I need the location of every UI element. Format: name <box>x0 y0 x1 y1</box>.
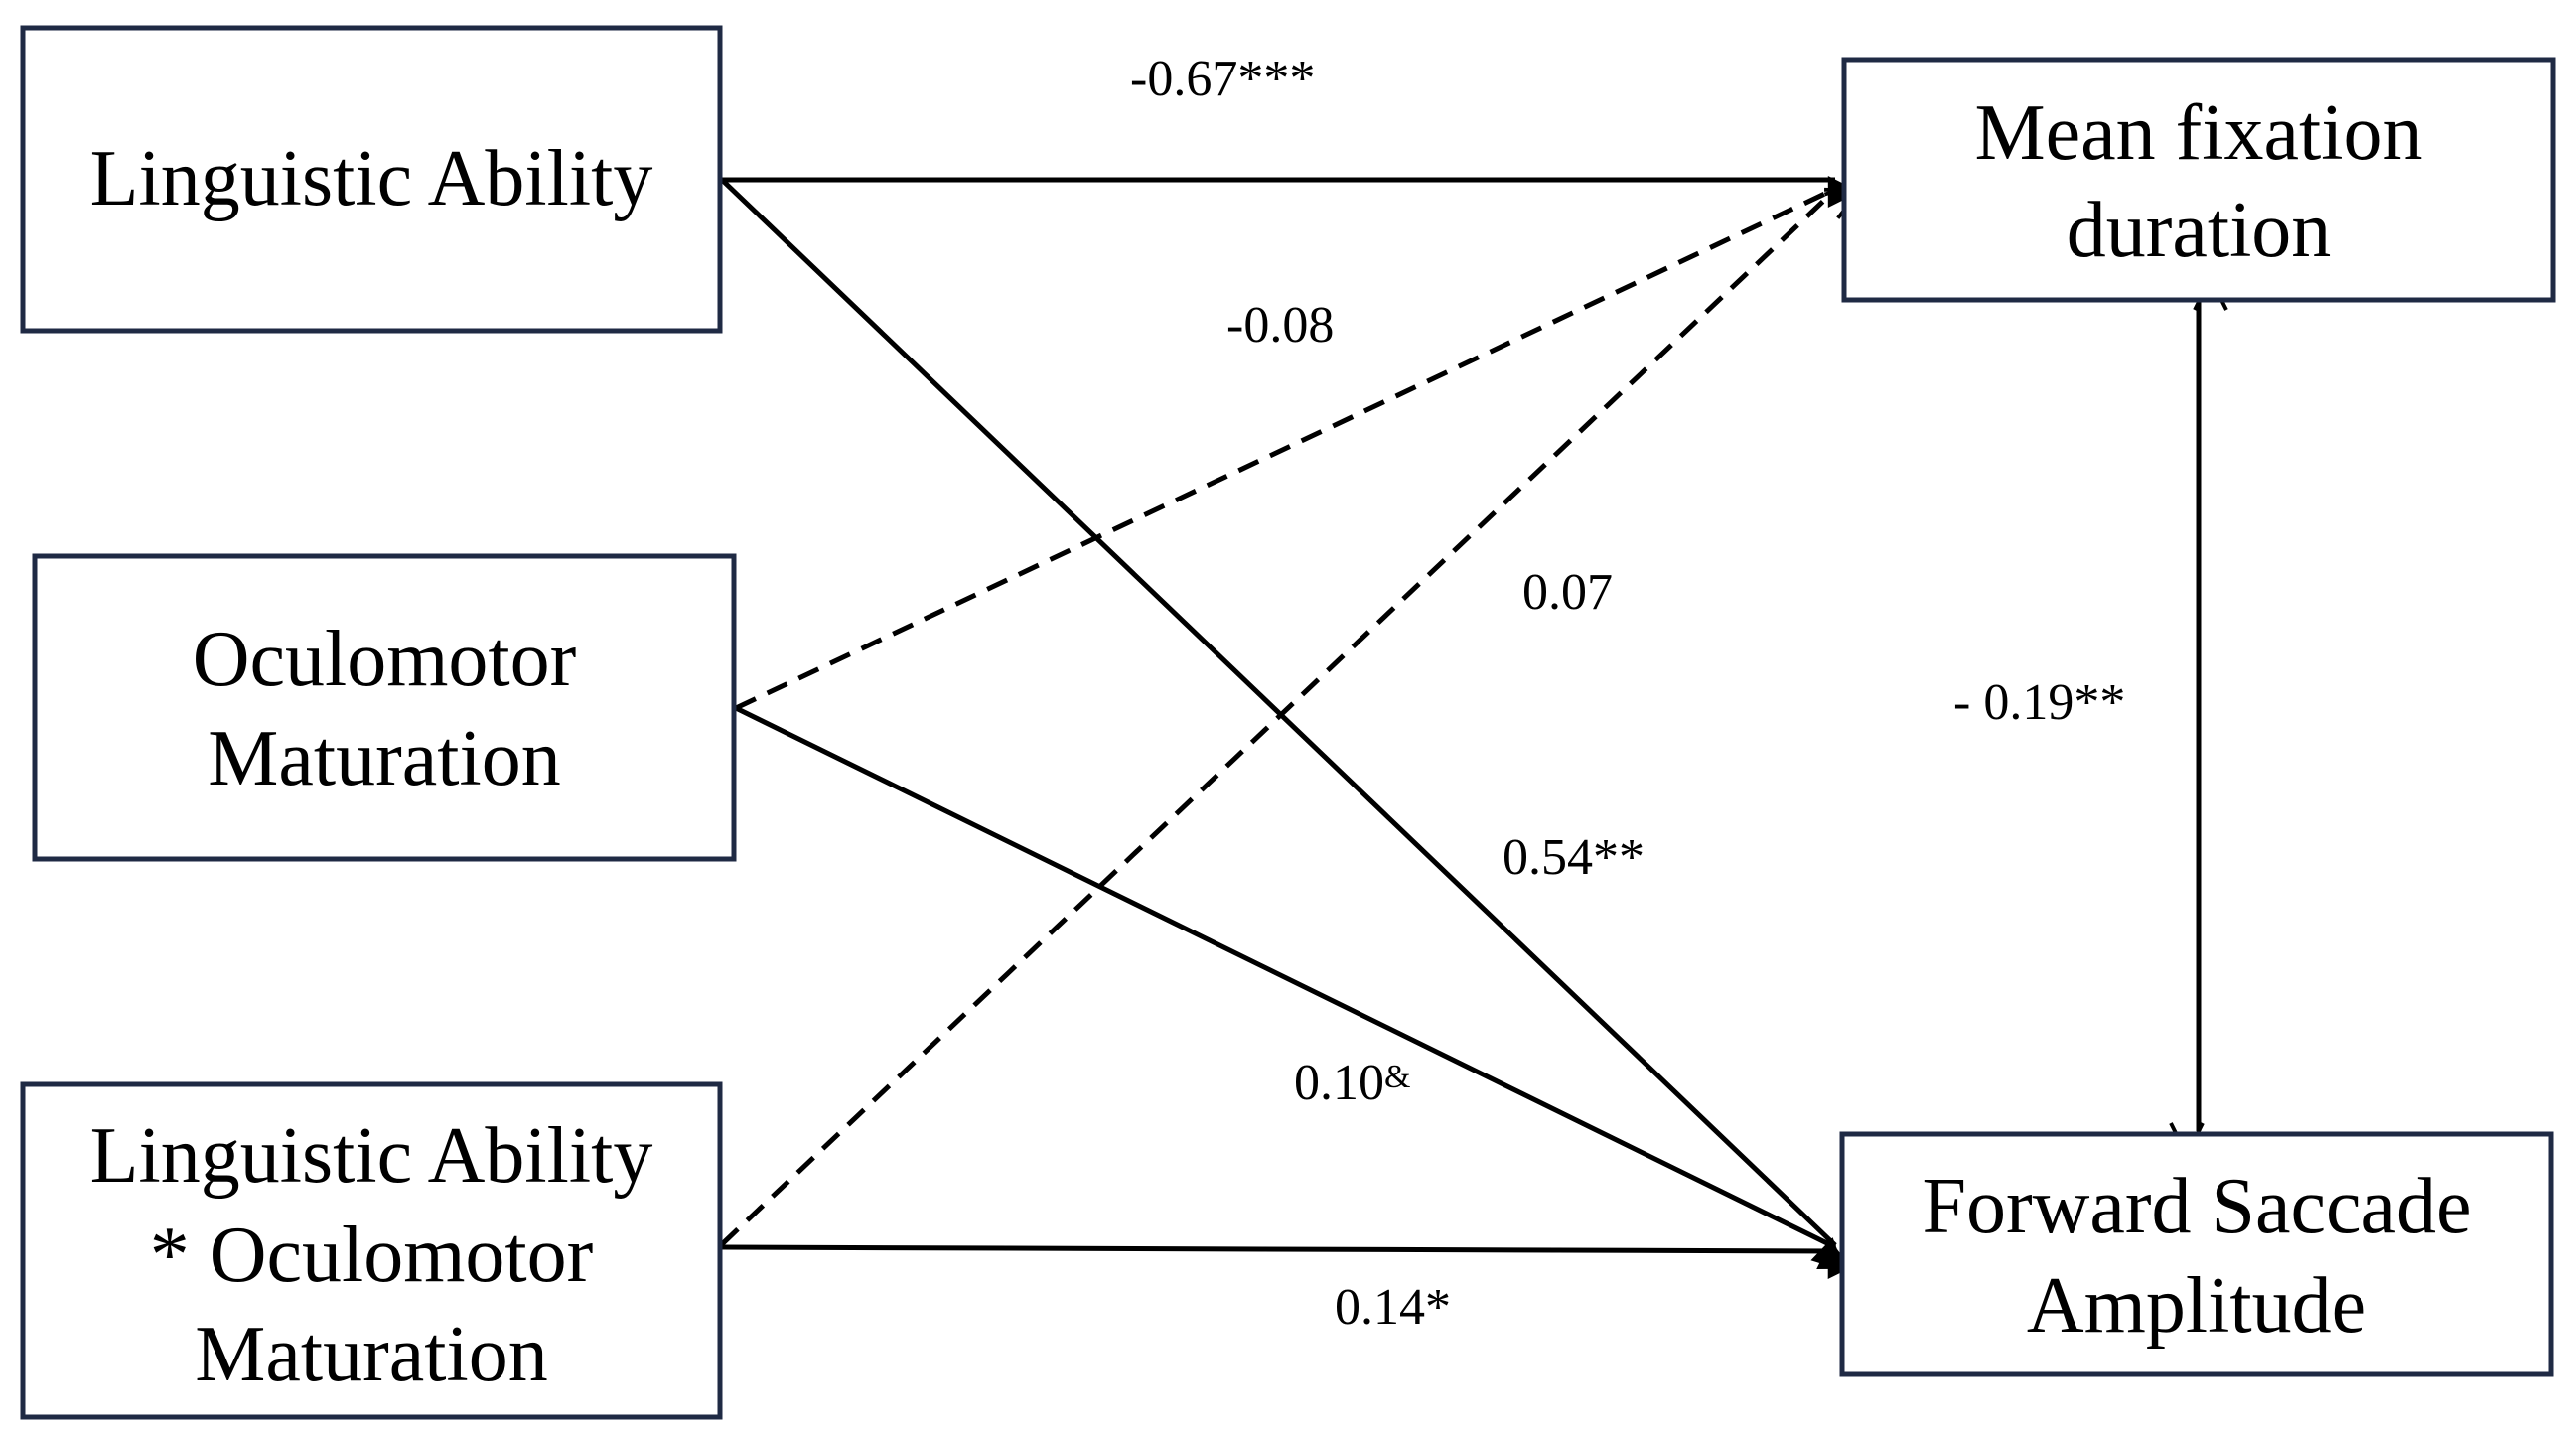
path-interaction-to-saccade <box>721 1244 1860 1279</box>
node-label-line: Oculomotor <box>193 616 577 703</box>
node-label-line: Maturation <box>195 1311 547 1398</box>
node-forward-saccade-amplitude: Forward Saccade Amplitude <box>1839 1131 2554 1377</box>
path-oculomotor-to-fixation <box>734 187 1864 711</box>
path-interaction-to-fixation <box>720 181 1862 1246</box>
coef-linguistic-to-saccade: 0.54** <box>1503 829 1645 886</box>
coef-interaction-to-saccade: 0.14* <box>1335 1279 1451 1336</box>
coef-value: 0.10 <box>1294 1055 1384 1111</box>
svg-text:Maturation: Maturation <box>208 715 560 802</box>
svg-text:duration: duration <box>2067 187 2332 274</box>
svg-text:* Oculomotor: * Oculomotor <box>150 1212 594 1299</box>
node-label-line: duration <box>2067 187 2332 274</box>
coef-superscript: & <box>1384 1059 1410 1095</box>
coef-linguistic-to-fixation: -0.67*** <box>1130 51 1315 107</box>
svg-text:Linguistic Ability: Linguistic Ability <box>90 135 653 222</box>
svg-text:Oculomotor: Oculomotor <box>193 616 577 703</box>
node-mean-fixation-duration: Mean fixation duration <box>1841 57 2556 303</box>
svg-text:Amplitude: Amplitude <box>2027 1262 2366 1350</box>
node-label-line: Mean fixation <box>1975 89 2423 177</box>
coef-oculomotor-to-fixation: -0.08 <box>1226 297 1334 354</box>
node-label-line: Amplitude <box>2027 1262 2366 1350</box>
node-oculomotor-maturation: Oculomotor Maturation <box>32 553 737 862</box>
node-label-line: Linguistic Ability <box>90 135 653 222</box>
path-oculomotor-to-saccade <box>734 705 1852 1269</box>
coef-covariance: - 0.19** <box>1953 674 2125 731</box>
node-label-line: Maturation <box>208 715 560 802</box>
svg-text:Maturation: Maturation <box>195 1311 547 1398</box>
node-linguistic-ability: Linguistic Ability <box>20 25 723 334</box>
node-label-line: Linguistic Ability <box>90 1112 653 1200</box>
svg-text:Mean fixation: Mean fixation <box>1975 89 2423 177</box>
node-label-line: Forward Saccade <box>1922 1163 2471 1250</box>
path-linguistic-to-saccade <box>720 178 1845 1271</box>
coef-interaction-to-fixation: 0.07 <box>1522 564 1613 621</box>
node-label-line: * Oculomotor <box>150 1212 594 1299</box>
node-interaction: Linguistic Ability * Oculomotor Maturati… <box>20 1081 723 1420</box>
coef-oculomotor-to-saccade: 0.10& <box>1294 1055 1410 1111</box>
svg-text:Linguistic Ability: Linguistic Ability <box>90 1112 653 1200</box>
svg-text:Forward Saccade: Forward Saccade <box>1922 1163 2471 1250</box>
